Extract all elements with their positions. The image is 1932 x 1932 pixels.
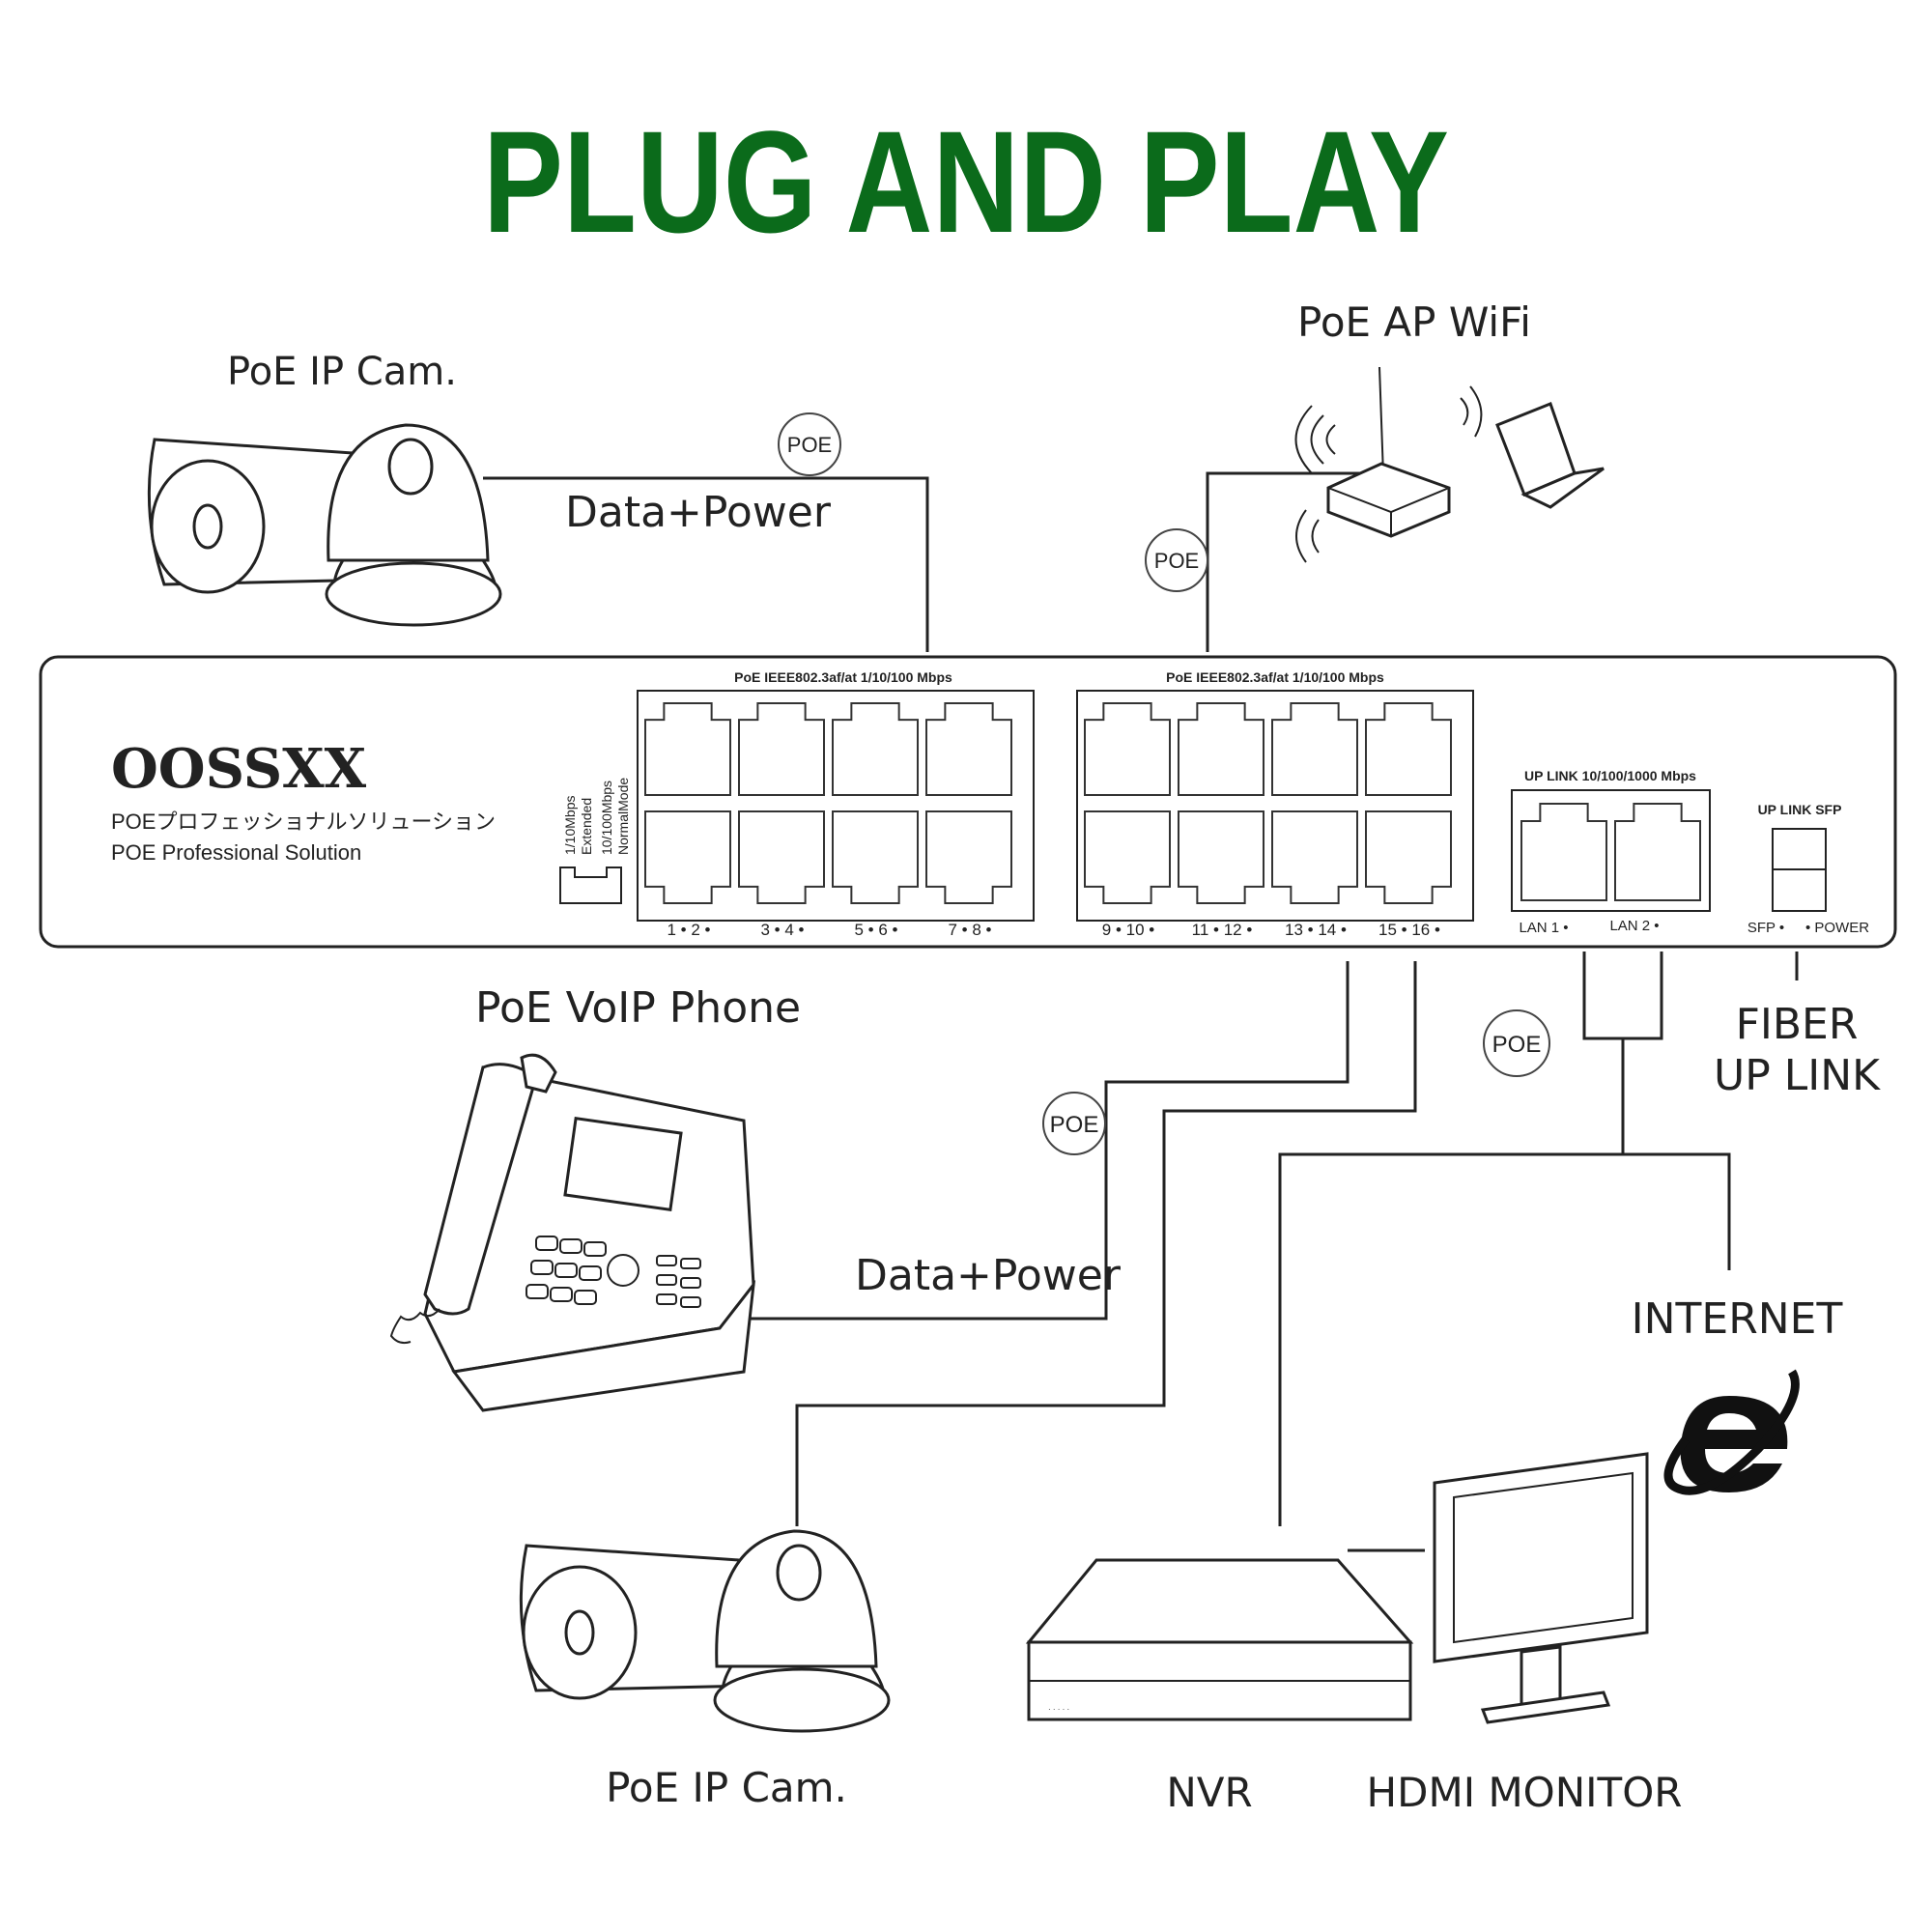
poe-switch: OOSSXX POEプロフェッショナルソリューション POE Professio… bbox=[39, 655, 1897, 949]
mode-switch: 1/10Mbps Extended 10/100Mbps NormalMode bbox=[559, 778, 631, 904]
mode-line: NormalMode bbox=[615, 778, 631, 855]
port-label: 13 • 14 • bbox=[1285, 921, 1347, 939]
sfp-label: SFP • bbox=[1747, 920, 1784, 936]
rj45-port-icon bbox=[1520, 803, 1607, 901]
rj45-port-icon bbox=[925, 810, 1012, 904]
rj45-port-icon bbox=[1614, 803, 1701, 901]
ip-camera-icon bbox=[147, 423, 502, 627]
svg-text:· · · · ·: · · · · · bbox=[1048, 1705, 1069, 1714]
connection-lines bbox=[483, 471, 1799, 1552]
rj45-port-icon bbox=[738, 810, 825, 904]
power-label: • POWER bbox=[1805, 920, 1869, 936]
switch-subtitle-jp: POEプロフェッショナルソリューション bbox=[111, 810, 496, 834]
poe-badge-top-cam: POE bbox=[778, 412, 841, 476]
rj45-port-icon bbox=[644, 810, 731, 904]
rj45-port-icon bbox=[738, 702, 825, 796]
port-label: 5 • 6 • bbox=[855, 921, 898, 939]
port-group-1-header: PoE IEEE802.3af/at 1/10/100 Mbps bbox=[734, 669, 952, 685]
switch-brand: OOSSXX bbox=[111, 737, 367, 801]
label-hdmi-monitor: HDMI MONITOR bbox=[1367, 1769, 1683, 1816]
port-group-1 bbox=[644, 702, 1012, 904]
rj45-port-icon bbox=[1084, 702, 1171, 796]
rj45-port-icon bbox=[1365, 810, 1452, 904]
poe-badge-uplink: POE bbox=[1483, 1009, 1550, 1077]
port-label: 9 • 10 • bbox=[1102, 921, 1154, 939]
rj45-port-icon bbox=[1271, 702, 1358, 796]
label-internet: INTERNET bbox=[1632, 1294, 1843, 1344]
rj45-port-icon bbox=[1084, 810, 1171, 904]
port-group-2 bbox=[1084, 702, 1452, 904]
poe-badge-label: POE bbox=[787, 433, 832, 457]
label-cam-top: PoE IP Cam. bbox=[227, 350, 457, 394]
uplink-header: UP LINK 10/100/1000 Mbps bbox=[1524, 768, 1696, 783]
rj45-port-icon bbox=[832, 702, 919, 796]
switch-subtitle-en: POE Professional Solution bbox=[111, 840, 361, 865]
internet-explorer-icon bbox=[1663, 1369, 1800, 1495]
port-label: 3 • 4 • bbox=[761, 921, 805, 939]
port-label: 11 • 12 • bbox=[1192, 921, 1253, 939]
lan-label: LAN 1 • bbox=[1519, 920, 1568, 936]
label-nvr: NVR bbox=[1166, 1769, 1252, 1816]
label-voip: PoE VoIP Phone bbox=[475, 983, 801, 1033]
page-title: PLUG AND PLAY bbox=[483, 100, 1449, 263]
label-cam-bottom: PoE IP Cam. bbox=[606, 1764, 847, 1811]
rj45-port-icon bbox=[925, 702, 1012, 796]
rj45-port-icon bbox=[644, 702, 731, 796]
rj45-port-icon bbox=[832, 810, 919, 904]
poe-badge-label: POE bbox=[1050, 1112, 1099, 1138]
poe-badge-ap: POE bbox=[1145, 528, 1208, 592]
port-label: 15 • 16 • bbox=[1378, 921, 1440, 939]
label-fiber: FIBER bbox=[1736, 1000, 1859, 1049]
poe-badge-voip: POE bbox=[1042, 1092, 1106, 1155]
port-label: 1 • 2 • bbox=[668, 921, 711, 939]
sfp-header: UP LINK SFP bbox=[1758, 802, 1842, 817]
poe-badge-label: POE bbox=[1492, 1032, 1542, 1058]
nvr-icon: · · · · · bbox=[1025, 1558, 1414, 1721]
label-ap: PoE AP WiFi bbox=[1297, 298, 1531, 346]
rj45-port-icon bbox=[1271, 810, 1358, 904]
rj45-port-icon bbox=[1178, 702, 1264, 796]
monitor-icon bbox=[1433, 1452, 1649, 1724]
ip-camera-icon bbox=[519, 1529, 891, 1733]
poe-badge-label: POE bbox=[1154, 549, 1199, 573]
mode-line: 10/100Mbps bbox=[599, 781, 614, 855]
mode-line: 1/10Mbps bbox=[562, 796, 578, 855]
voip-phone-icon bbox=[389, 1053, 756, 1412]
wifi-access-point-icon bbox=[1294, 366, 1605, 563]
label-data-power-top: Data+Power bbox=[565, 488, 832, 537]
label-fiber-uplink: UP LINK bbox=[1714, 1051, 1881, 1100]
uplink-ports bbox=[1520, 803, 1701, 901]
mode-line: Extended bbox=[579, 798, 594, 855]
rj45-port-icon bbox=[1365, 702, 1452, 796]
rj45-port-icon bbox=[1178, 810, 1264, 904]
label-data-power-bottom: Data+Power bbox=[855, 1251, 1122, 1300]
port-group-2-header: PoE IEEE802.3af/at 1/10/100 Mbps bbox=[1166, 669, 1384, 685]
port-label: 7 • 8 • bbox=[949, 921, 992, 939]
lan-label: LAN 2 • bbox=[1609, 918, 1659, 934]
